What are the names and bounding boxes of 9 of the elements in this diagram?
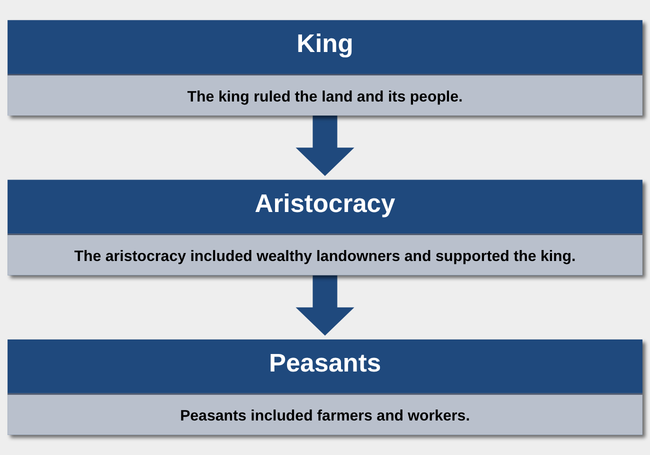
tier-box [8,339,642,435]
tier-box [8,20,642,116]
tier-heading: King [296,28,354,60]
tier-description: The aristocracy included wealthy landowners and supported the king. [73,248,577,267]
tier-heading: Peasants [268,348,382,380]
tier-box [8,180,642,276]
tier-description: The king ruled the land and its people. [186,88,464,108]
tier-heading: Aristocracy [254,188,396,220]
tier-description: Peasants included farmers and workers. [179,407,471,426]
